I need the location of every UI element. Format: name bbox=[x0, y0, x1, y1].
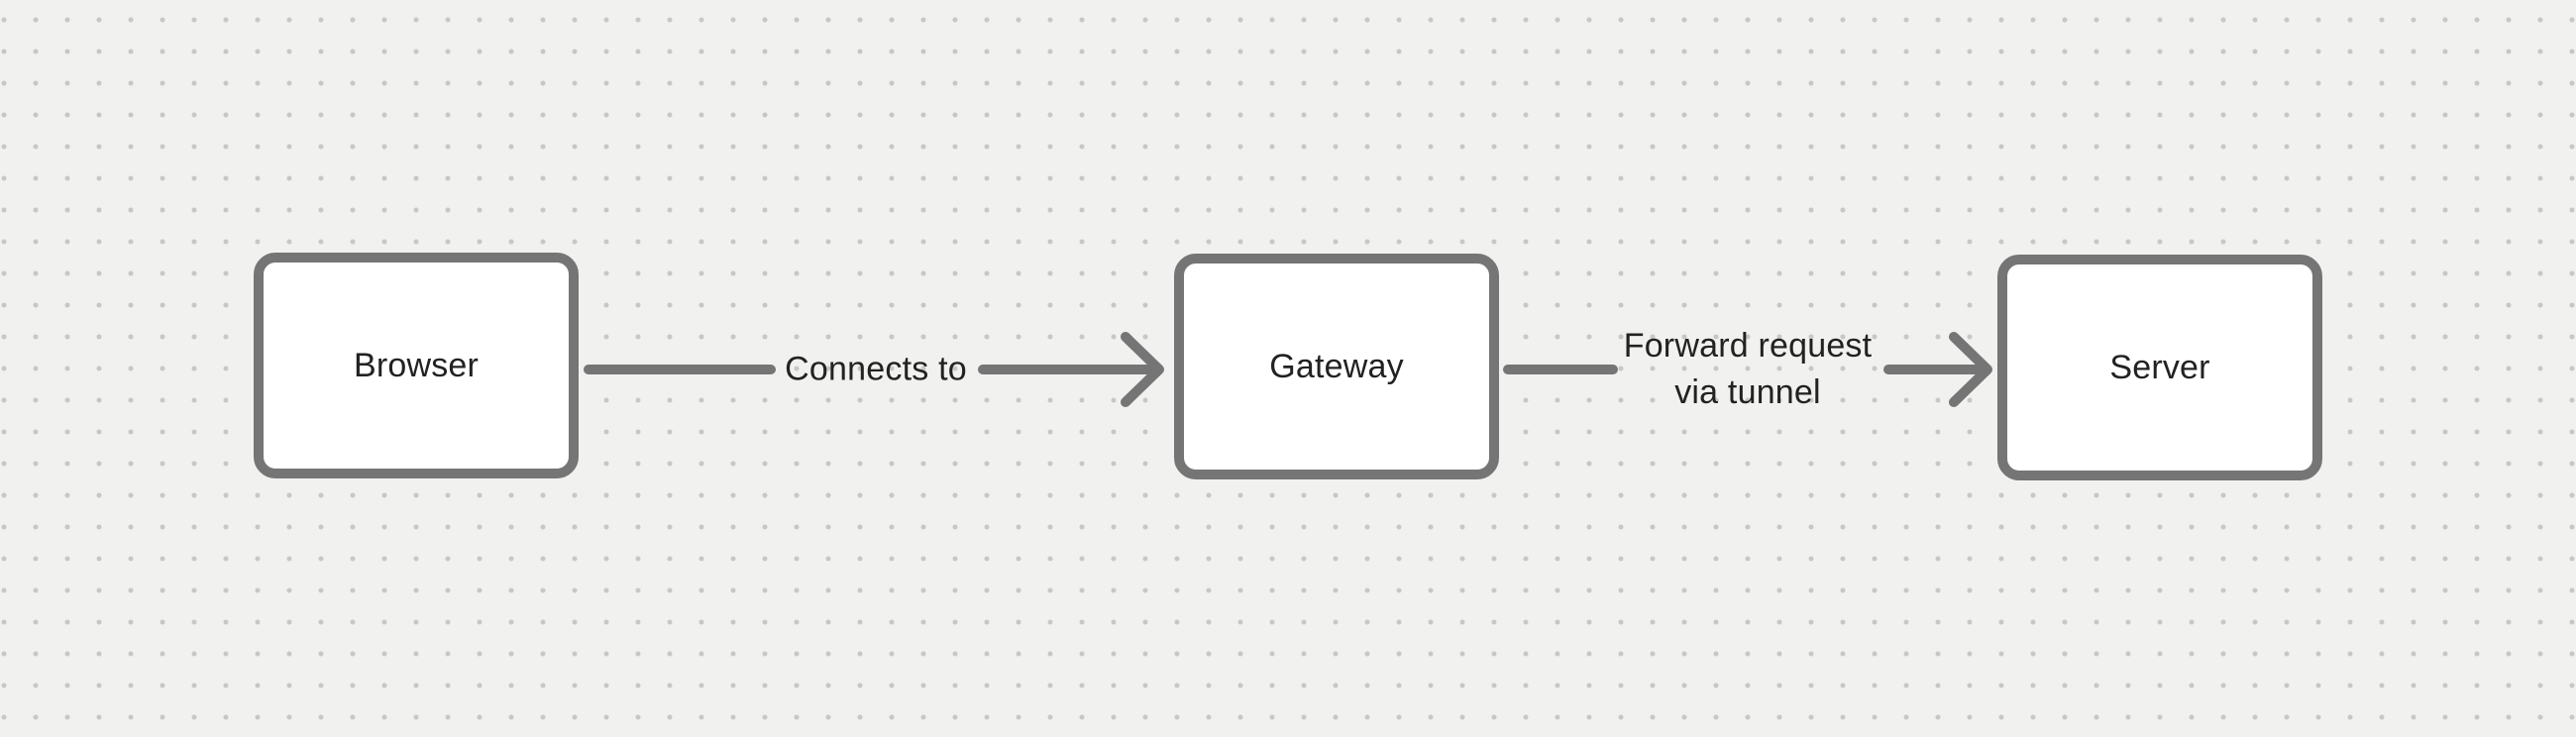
arrowhead-icon bbox=[1949, 332, 1992, 407]
node-gateway-label: Gateway bbox=[1269, 347, 1404, 385]
edge-gateway-server[interactable] bbox=[1503, 332, 1992, 407]
edge-label-forward-request-via-tunnel[interactable]: Forward request via tunnel bbox=[1623, 327, 1873, 411]
edge-browser-gateway[interactable] bbox=[584, 332, 1164, 407]
node-server-label: Server bbox=[2109, 348, 2210, 386]
node-browser-label: Browser bbox=[353, 346, 480, 384]
arrowhead-icon bbox=[1121, 332, 1164, 407]
node-browser[interactable]: Browser bbox=[254, 253, 579, 478]
node-gateway[interactable]: Gateway bbox=[1174, 254, 1499, 479]
node-server[interactable]: Server bbox=[1997, 255, 2322, 480]
edge-label-connects-to[interactable]: Connects to bbox=[785, 350, 967, 388]
